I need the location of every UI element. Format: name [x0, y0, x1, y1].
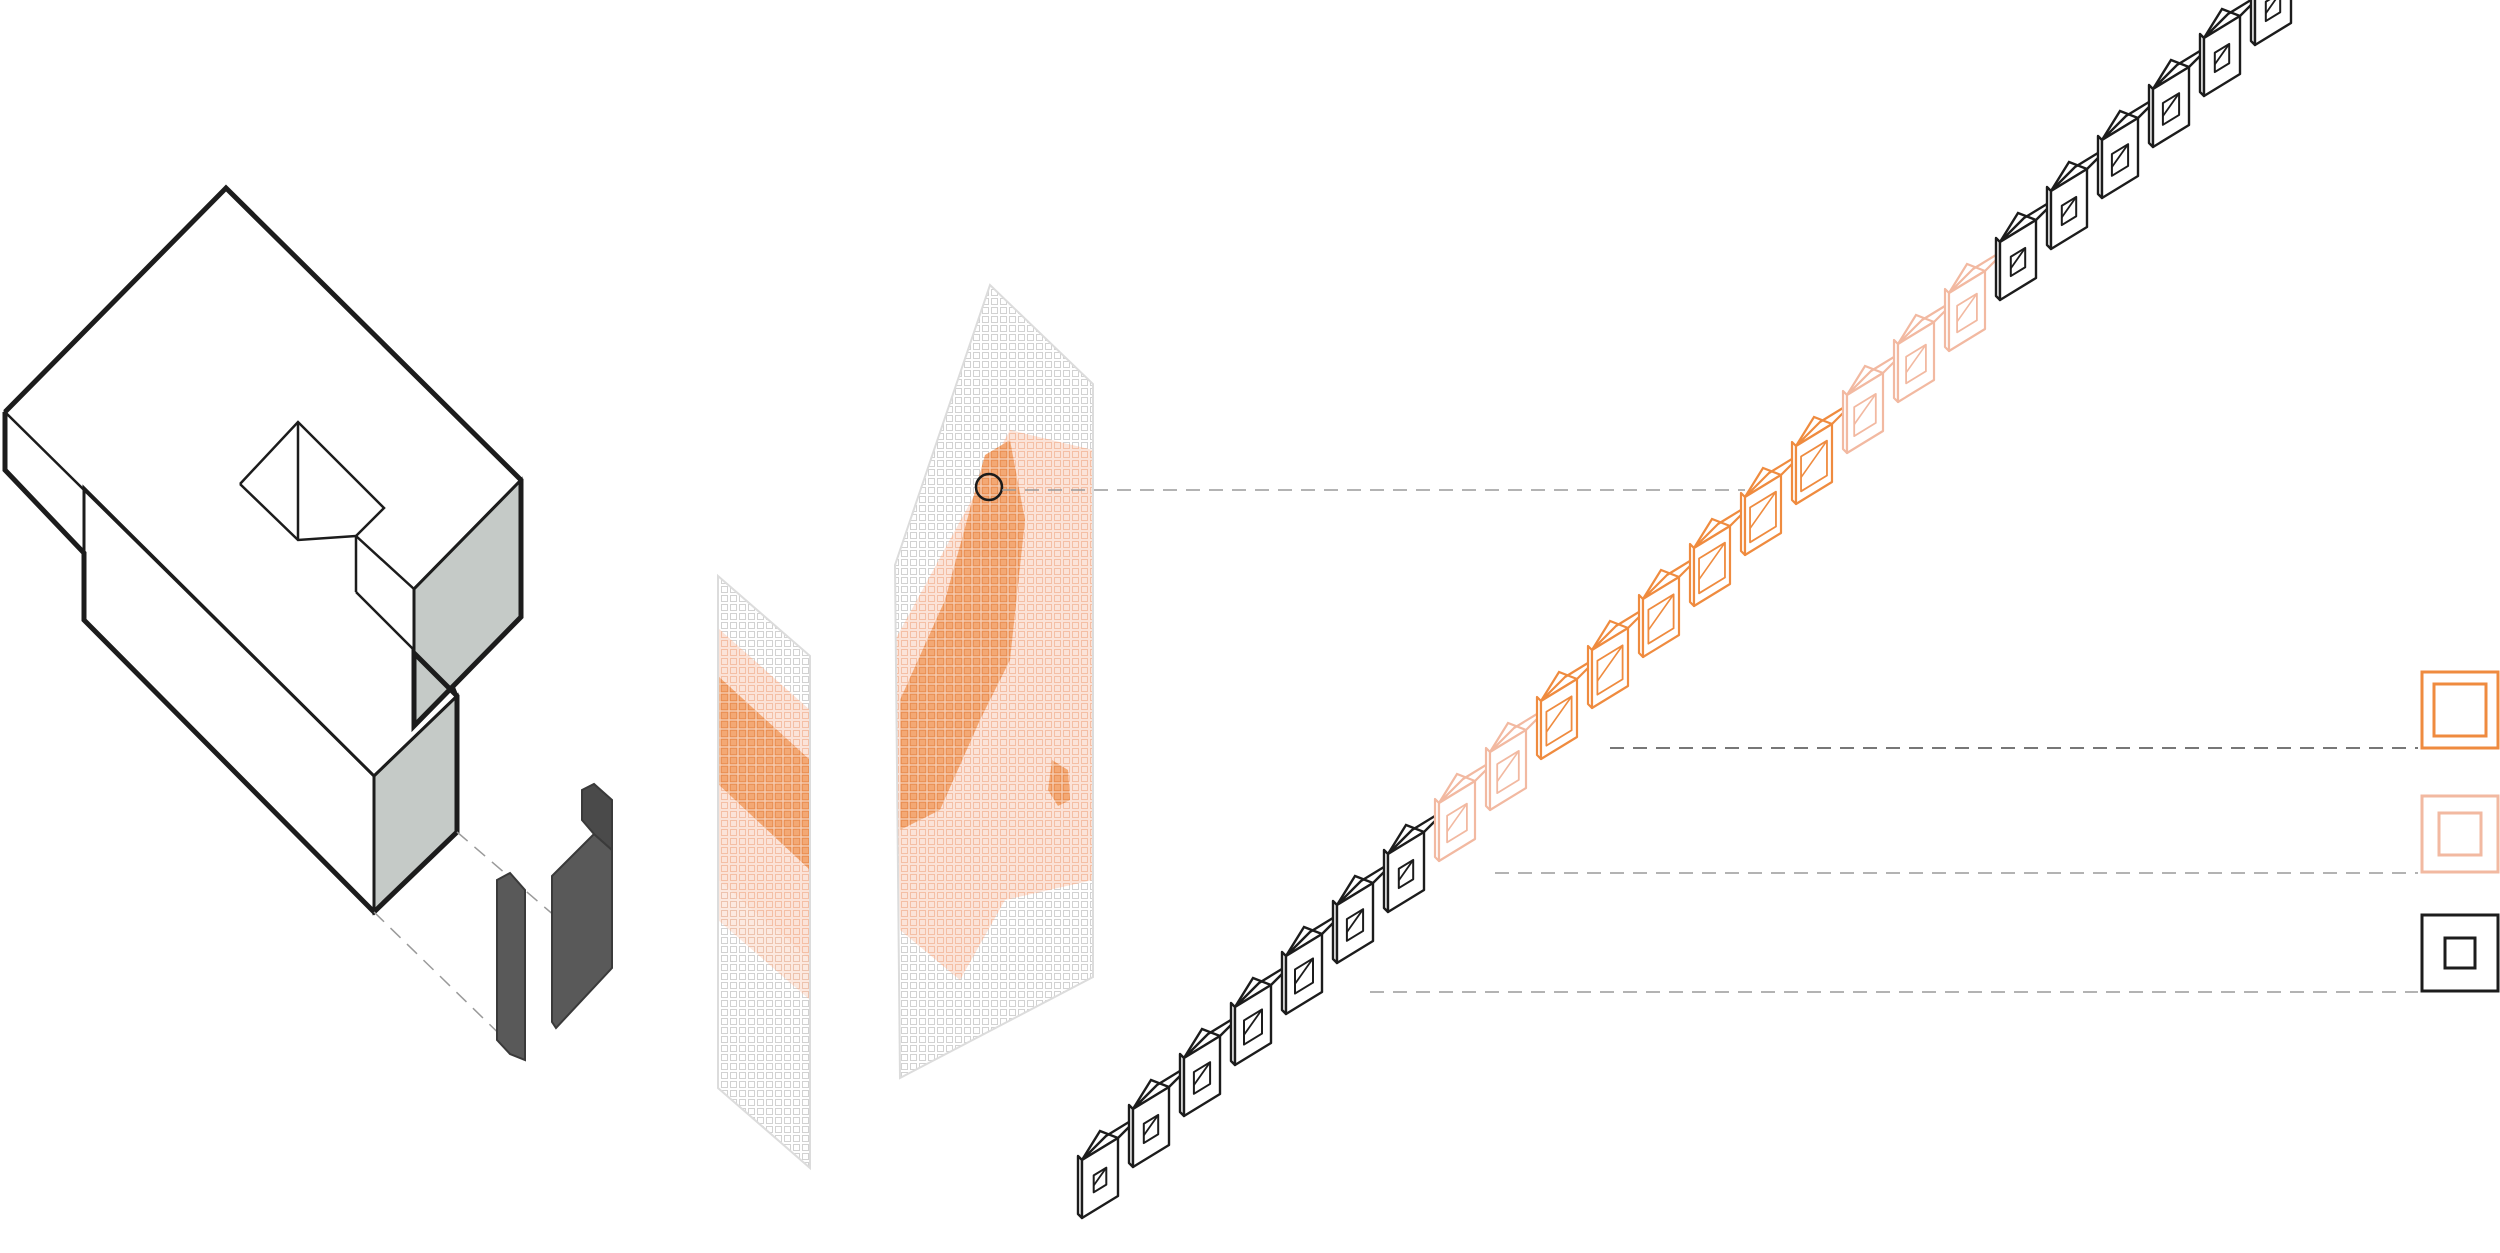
facade-module-black [2045, 143, 2113, 251]
facade-module-black [1331, 857, 1399, 965]
building-outline [2, 184, 524, 916]
module-chain [1076, 0, 2293, 1220]
legend-swatch-orange-light [2420, 794, 2500, 874]
facade-module-black [1127, 1061, 1195, 1169]
legend-swatch-orange-strong [2420, 670, 2500, 750]
legend-leader-lines [1370, 747, 2418, 993]
facade-module-strong [1586, 602, 1654, 710]
detail-marker-circle [974, 472, 1004, 502]
building-fold-line [4, 411, 375, 777]
dark-panel-front [551, 832, 613, 1030]
facade-module-strong [1637, 551, 1705, 659]
facade-module-black [2198, 0, 2258, 98]
building-mass [2, 184, 524, 916]
building-courtyard [239, 420, 415, 651]
facade-module-strong [1790, 398, 1858, 506]
pattern-panel-a [717, 573, 811, 1171]
dark-facade-panels [496, 782, 613, 1062]
legend-swatch-black [2420, 913, 2500, 993]
facade-module-black [2147, 41, 2215, 149]
legend [2420, 670, 2500, 993]
facade-module-black [2249, 0, 2293, 47]
facade-module-black [1280, 908, 1348, 1016]
facade-module-light [1433, 755, 1501, 863]
pattern-panel-b [893, 283, 1094, 1080]
facade-module-strong [1688, 500, 1756, 608]
facade-module-light [1892, 296, 1960, 404]
facade-module-light [1484, 704, 1552, 812]
dark-panel-back [581, 782, 613, 853]
dark-panel-left [496, 871, 526, 1062]
facade-module-black [1229, 959, 1297, 1067]
facade-module-light [1841, 347, 1909, 455]
facade-module-black [1178, 1010, 1246, 1118]
facade-module-black [1076, 1112, 1144, 1220]
facade-module-light [1943, 245, 2011, 353]
